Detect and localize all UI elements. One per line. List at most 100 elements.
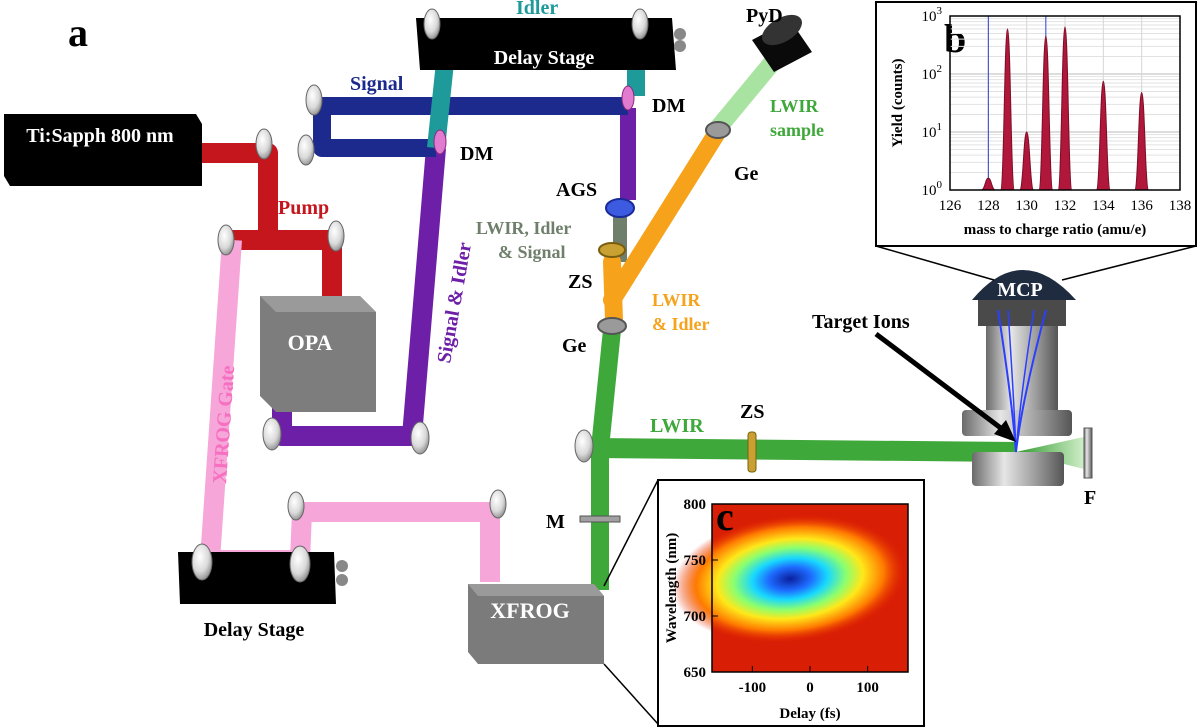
- ge-left-label: Ge: [562, 335, 587, 357]
- delay-stage-top: Delay Stage: [416, 18, 686, 70]
- lwir-idler-label-2: & Idler: [652, 314, 710, 334]
- plot-frame: [949, 15, 1181, 191]
- callout-line: [603, 479, 659, 587]
- mcp-label: MCP: [997, 279, 1043, 301]
- mass-peak: [1000, 28, 1015, 191]
- ti-sapph-laser: Ti:Sapph 800 nm: [4, 114, 202, 186]
- arrow-head-icon: [994, 420, 1016, 442]
- xfrog-box: XFROG: [468, 584, 604, 664]
- ion-chamber: [962, 270, 1076, 486]
- panel-label-a: a: [68, 10, 88, 55]
- signal-label: Signal: [350, 73, 404, 95]
- laser-label: Ti:Sapph 800 nm: [26, 125, 174, 147]
- idler-label: Idler: [516, 0, 558, 19]
- x-axis-label: mass to charge ratio (amu/e): [964, 222, 1146, 238]
- ge-window-left: [597, 317, 627, 335]
- target-ions-label: Target Ions: [812, 311, 910, 333]
- mass-peak: [1095, 80, 1111, 191]
- y-tick-label: 800: [684, 497, 707, 513]
- panel-label-c: c: [716, 494, 734, 539]
- y-axis-label: Wavelength (nm): [664, 533, 680, 643]
- y-tick-label: 650: [684, 665, 707, 681]
- x-tick-label: 128: [977, 198, 1000, 214]
- dichroic-mirror-top: [621, 85, 635, 111]
- y-tick-label: 750: [684, 553, 707, 569]
- zs-filter-lwir: [747, 431, 757, 473]
- mass-peak: [1057, 26, 1073, 191]
- pump-beam: [196, 143, 342, 296]
- ags-label: AGS: [556, 179, 597, 201]
- lwir-sample-label-1: LWIR: [770, 96, 819, 116]
- lwir-idler-signal-label-1: LWIR, Idler: [476, 218, 571, 238]
- callout-line: [1061, 245, 1197, 281]
- x-tick-label: 100: [856, 680, 879, 696]
- x-tick-label: 138: [1169, 198, 1192, 214]
- mirror-icon: [574, 429, 594, 463]
- x-axis-label: Delay (fs): [779, 706, 840, 722]
- f-label: F: [1084, 487, 1096, 509]
- dm-mid-label: DM: [460, 143, 493, 165]
- dm-top-label: DM: [652, 95, 685, 117]
- lwir-sample-label-2: sample: [770, 120, 824, 140]
- callout-line: [875, 245, 995, 281]
- pyd-label: PyD: [746, 5, 783, 27]
- mirror-icon: [217, 224, 235, 256]
- dichroic-mirror-mid: [433, 129, 447, 155]
- lwir-idler-beam: [603, 119, 729, 329]
- pyroelectric-detector: [752, 14, 812, 72]
- mirror-icon: [287, 491, 305, 521]
- lwir-sample-beam: [711, 52, 783, 134]
- mass-peak: [1019, 131, 1035, 191]
- signal-idler-beam: [272, 108, 636, 446]
- zs-lwir-label: ZS: [740, 401, 764, 423]
- xfrog-label: XFROG: [490, 598, 569, 623]
- xfrog-gate-beam: [200, 239, 500, 582]
- mirror-icons: [191, 8, 649, 583]
- m-optic: [579, 515, 621, 523]
- mirror-icon: [327, 220, 345, 252]
- mass-peak: [1038, 35, 1054, 191]
- mirror-icon: [255, 128, 273, 160]
- mirror-icon: [423, 8, 441, 40]
- x-tick-label: -100: [739, 680, 767, 696]
- mirror-icon: [305, 84, 323, 116]
- mirror-icon: [297, 134, 315, 166]
- mirror-icon: [631, 8, 649, 40]
- ge-right-label: Ge: [734, 163, 759, 185]
- mirror-icon: [410, 421, 430, 455]
- x-tick-label: 130: [1015, 198, 1038, 214]
- lwir-idler-label-1: LWIR: [652, 290, 701, 310]
- lwir-idler-signal-label-2: & Signal: [498, 242, 566, 262]
- heatmap-spot: [672, 513, 908, 644]
- mass-peak: [981, 177, 996, 191]
- mass-peak: [1134, 91, 1150, 191]
- opa-label: OPA: [288, 330, 333, 355]
- mirror-icon: [262, 417, 282, 451]
- delay-stage-bottom-label: Delay Stage: [204, 619, 305, 641]
- ags-crystal: [605, 198, 635, 218]
- opa-box: OPA: [260, 296, 376, 412]
- m-label: M: [546, 511, 565, 533]
- delay-stage-top-label: Delay Stage: [494, 47, 595, 69]
- lwir-label: LWIR: [650, 415, 704, 437]
- mirror-icon: [191, 543, 213, 581]
- panel-label-b: b: [944, 16, 966, 61]
- x-tick-label: 134: [1092, 198, 1115, 214]
- y-axis-label: Yield (counts): [890, 58, 906, 147]
- mirror-icon: [489, 489, 507, 519]
- zs-filter-left: [598, 242, 626, 258]
- pump-label: Pump: [278, 197, 329, 219]
- mirror-icon: [289, 545, 311, 583]
- signal-idler-label: Signal & Idler: [433, 241, 476, 365]
- y-tick-label: 700: [684, 609, 707, 625]
- zs-left-label: ZS: [568, 271, 592, 293]
- f-optic: [1083, 427, 1093, 479]
- signal-beam: [313, 97, 628, 157]
- x-tick-label: 136: [1130, 198, 1153, 214]
- x-tick-label: 132: [1054, 198, 1077, 214]
